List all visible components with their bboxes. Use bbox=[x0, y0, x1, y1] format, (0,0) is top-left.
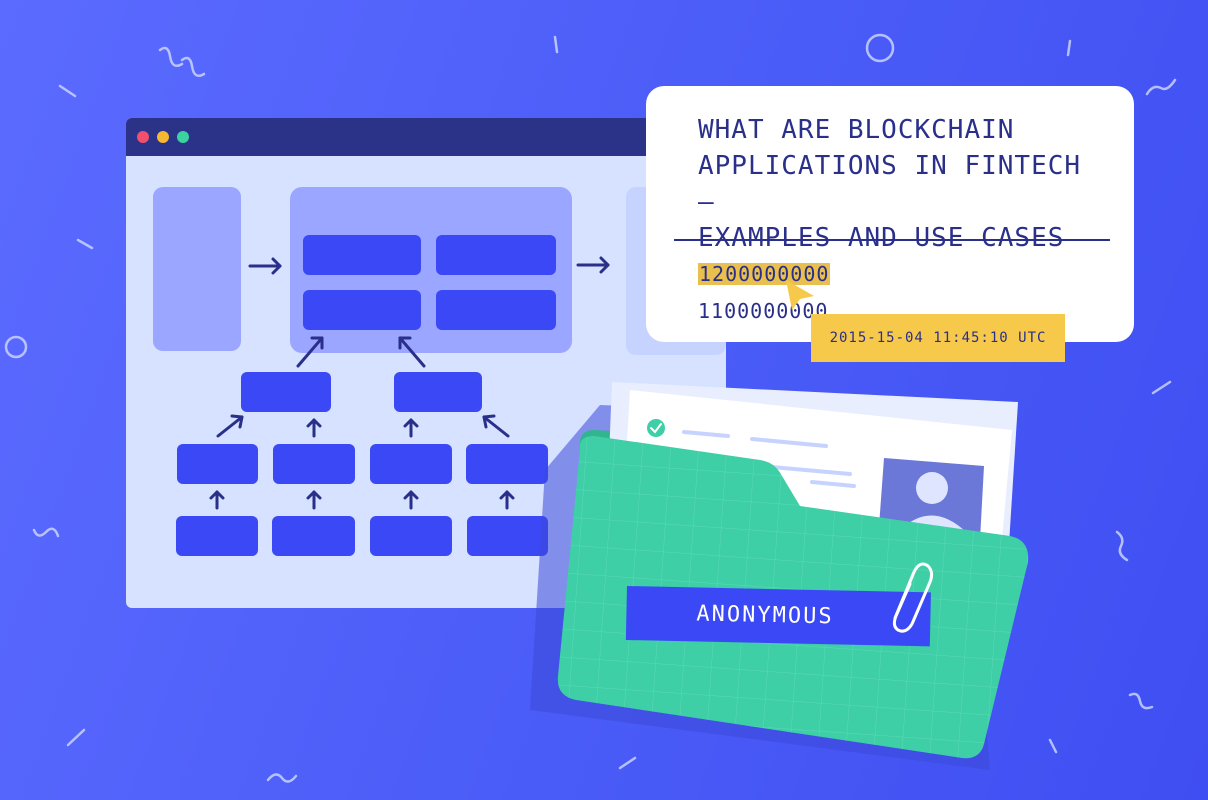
diagram-block bbox=[370, 516, 452, 556]
card-divider bbox=[674, 239, 1110, 241]
maximize-dot-icon bbox=[177, 131, 189, 143]
title-line: WHAT ARE BLOCKCHAIN bbox=[698, 115, 1015, 145]
article-title: WHAT ARE BLOCKCHAIN APPLICATIONS IN FINT… bbox=[698, 112, 1098, 256]
diagram-block bbox=[370, 444, 452, 484]
diagram-block bbox=[467, 516, 548, 556]
diagram-block bbox=[241, 372, 331, 412]
diagram-block bbox=[176, 516, 258, 556]
diagram-block bbox=[394, 372, 482, 412]
highlighted-hash: 1200000000 bbox=[698, 262, 831, 286]
timestamp-note: 2015-15-04 11:45:10 UTC bbox=[811, 314, 1065, 362]
diagram-block bbox=[303, 235, 421, 275]
diagram-block bbox=[436, 235, 556, 275]
title-line: EXAMPLES AND USE CASES bbox=[698, 223, 1065, 253]
diagram-block bbox=[436, 290, 556, 330]
article-card: WHAT ARE BLOCKCHAIN APPLICATIONS IN FINT… bbox=[646, 86, 1134, 342]
diagram-arrows bbox=[209, 256, 610, 510]
title-line: APPLICATIONS IN FINTECH – bbox=[698, 151, 1082, 217]
minimize-dot-icon bbox=[157, 131, 169, 143]
window-title-bar bbox=[126, 118, 726, 156]
close-dot-icon bbox=[137, 131, 149, 143]
left-panel bbox=[153, 187, 241, 351]
diagram-block bbox=[466, 444, 548, 484]
diagram-block bbox=[177, 444, 258, 484]
check-mark bbox=[650, 423, 662, 434]
diagram-block bbox=[273, 444, 355, 484]
diagram-block bbox=[272, 516, 355, 556]
diagram-block bbox=[303, 290, 421, 330]
